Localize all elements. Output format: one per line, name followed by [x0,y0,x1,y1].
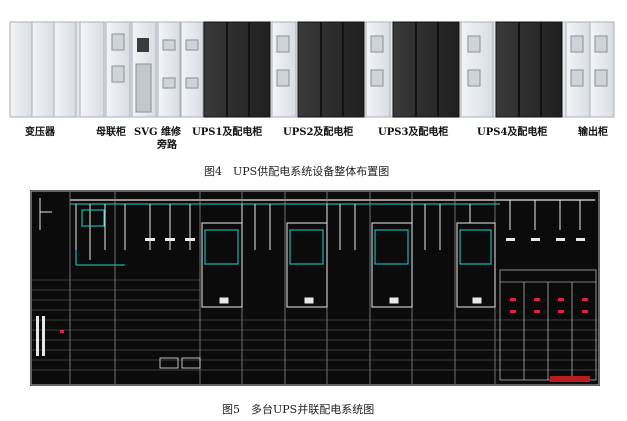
svg-cabinet [131,21,157,118]
ups-module-1 [201,204,271,308]
label-svg-maintenance: SVG 维修 [134,127,182,138]
ups-module-3 [371,204,441,308]
output-cabinet [565,21,615,118]
bus-tie-cabinet [79,21,131,118]
figure4-caption: 图4 UPS供配电系统设备整体布置图 [204,165,390,178]
ups3-cabinet-group [392,21,494,118]
ups-module-4 [456,204,496,308]
ups4-cabinet-group [495,21,563,118]
label-ups3: UPS3及配电柜 [378,127,449,138]
transformer-cabinet [9,21,77,118]
cabinet-lineup [9,21,615,118]
label-transformer: 变压器 [25,127,55,138]
label-bypass: 旁路 [157,140,177,151]
label-output: 输出柜 [578,127,608,138]
ups-module-2 [286,204,356,308]
label-ups2: UPS2及配电柜 [283,127,354,138]
maintenance-bypass-cabinet [157,21,204,118]
ups1-cabinet-group [203,21,297,118]
label-ups4: UPS4及配电柜 [477,127,548,138]
figure5-caption: 图5 多台UPS并联配电系统图 [222,403,375,416]
single-line-diagram [30,190,600,386]
parallel-ups-diagram [30,190,600,386]
ups2-cabinet-group [297,21,391,118]
label-bus-tie: 母联柜 [96,127,126,138]
label-ups1: UPS1及配电柜 [192,127,263,138]
